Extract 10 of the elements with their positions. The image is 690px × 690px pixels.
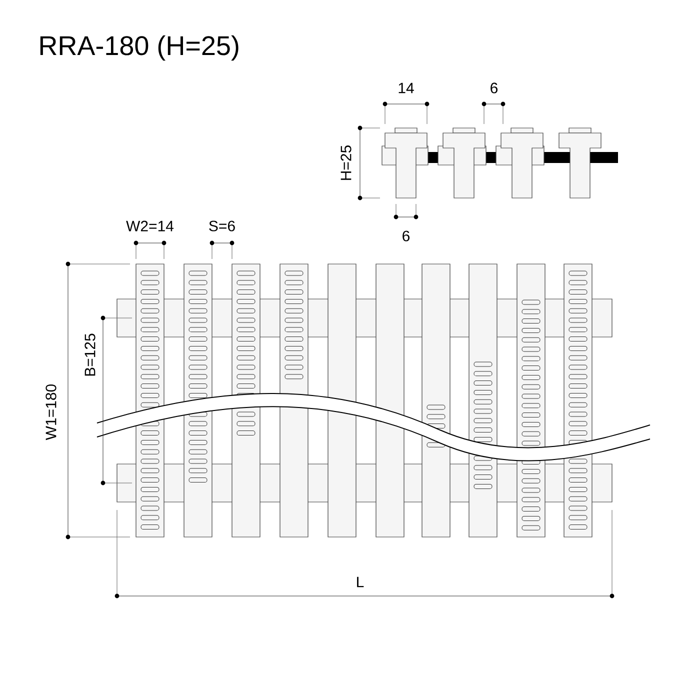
- dimension-label: B=125: [84, 334, 96, 376]
- dimension-label: S=6: [209, 220, 235, 232]
- dimension-label: 6: [490, 82, 498, 94]
- title: RRA-180 (H=25): [40, 35, 238, 61]
- dimension-label: 14: [398, 82, 414, 94]
- dimension-label: L: [357, 576, 364, 588]
- dimension-label: W1=180: [46, 384, 56, 440]
- dimension-label: W2=14: [126, 220, 174, 232]
- dimension-label: 6: [402, 230, 410, 242]
- dimension-label: H=25: [340, 146, 352, 180]
